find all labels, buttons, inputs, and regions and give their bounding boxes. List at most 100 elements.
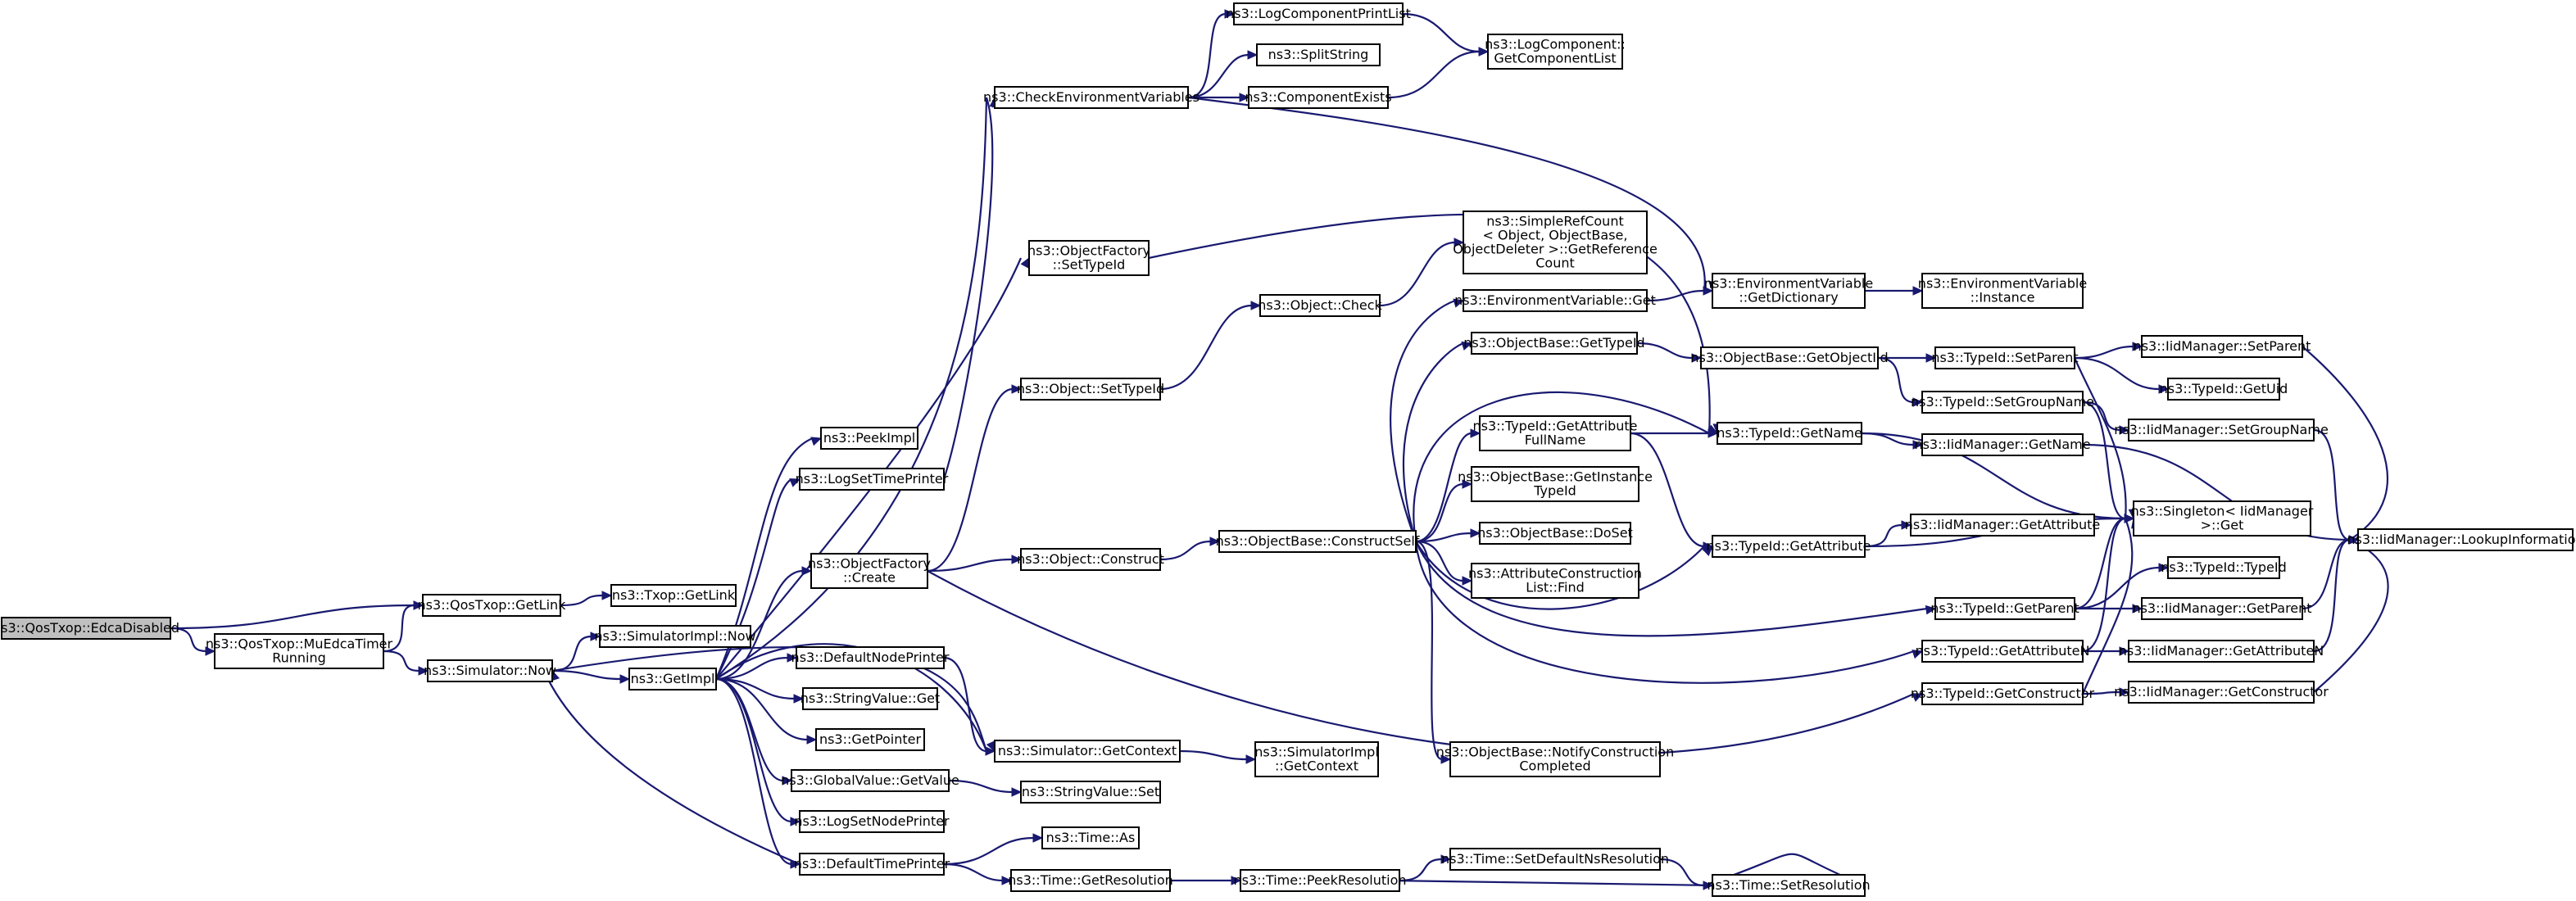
node-get-impl[interactable]: ns3::GetImpl	[628, 668, 717, 690]
node-titype-id[interactable]: ns3::TypeId::TypeId	[2161, 556, 2287, 579]
node-sim-impl-get-context[interactable]: ns3::SimulatorImpl::GetContext	[1254, 741, 1379, 777]
node-time-peek-res[interactable]: ns3::Time::PeekResolution	[1233, 869, 1407, 892]
node-time-set-res[interactable]: ns3::Time::SetResolution	[1707, 874, 1871, 897]
node-tiget-constructor[interactable]: ns3::TypeId::GetConstructor	[1911, 682, 2095, 705]
node-default-time-printer[interactable]: ns3::DefaultTimePrinter	[794, 853, 950, 876]
node-time-as[interactable]: ns3::Time::As	[1041, 826, 1140, 849]
node-obget-type-id[interactable]: ns3::ObjectBase::GetTypeId	[1463, 332, 1645, 355]
arrowhead	[1231, 876, 1242, 885]
node-obj-construct[interactable]: ns3::Object::Construct	[1017, 548, 1164, 571]
node-ofcreate[interactable]: ns3::ObjectFactory::Create	[808, 553, 931, 589]
node-log-comp-print-list[interactable]: ns3::LogComponentPrintList	[1226, 2, 1411, 25]
node-iid-set-group-name[interactable]: ns3::IidManager::SetGroupName	[2114, 419, 2329, 441]
node-tiget-uid[interactable]: ns3::TypeId::GetUid	[2160, 378, 2288, 401]
node-tiget-parent[interactable]: ns3::TypeId::GetParent	[1930, 597, 2079, 620]
node-label: ns3::EnvironmentVariable	[1918, 276, 2087, 292]
node-string-value-set[interactable]: ns3::StringValue::Set	[1020, 781, 1161, 804]
node-sim-impl-now[interactable]: ns3::SimulatorImpl::Now	[594, 625, 756, 648]
node-label: ns3::GlobalValue::GetValue	[781, 772, 959, 788]
node-obdo-set[interactable]: ns3::ObjectBase::DoSet	[1477, 522, 1633, 545]
node-singleton-get[interactable]: ns3::Singleton< IidManager >::Get	[2131, 500, 2314, 537]
node-check-env[interactable]: ns3::CheckEnvironmentVariables	[983, 86, 1200, 109]
node-iid-get-parent[interactable]: ns3::IidManager::GetParent	[2132, 597, 2312, 620]
node-component-exists[interactable]: ns3::ComponentExists	[1245, 86, 1392, 109]
call-edge	[170, 600, 424, 630]
call-edge	[551, 669, 631, 684]
node-box	[1, 617, 171, 640]
node-string-value-get[interactable]: ns3::StringValue::Get	[800, 687, 940, 710]
node-sim-get-context[interactable]: ns3::Simulator::GetContext	[994, 740, 1181, 763]
node-box	[628, 668, 717, 690]
node-log-set-node-printer[interactable]: ns3::LogSetNodePrinter	[794, 810, 950, 833]
call-edge	[2074, 356, 2170, 394]
node-tiget-name[interactable]: ns3::TypeId::GetName	[1717, 422, 1862, 445]
node-construct-self[interactable]: ns3::ObjectBase::ConstructSelf	[1216, 530, 1420, 553]
node-box	[799, 853, 945, 876]
node-box	[1921, 273, 2084, 309]
node-tiset-group-name[interactable]: ns3::TypeId::SetGroupName	[1911, 391, 2094, 414]
node-label: ObjectDeleter >::GetReference	[1453, 242, 1658, 257]
node-sim-now[interactable]: ns3::Simulator::Now	[424, 659, 556, 682]
edge-line	[383, 604, 415, 653]
node-tiget-attribute[interactable]: ns3::TypeId::GetAttribute	[1706, 535, 1871, 558]
node-peek-impl[interactable]: ns3::PeekImpl	[820, 427, 918, 450]
arrowhead	[1925, 353, 1937, 363]
node-label: ns3::ComponentExists	[1245, 89, 1391, 105]
edge-line	[2081, 518, 2134, 695]
node-tiget-attribute-n[interactable]: ns3::TypeId::GetAttributeN	[1916, 640, 2090, 663]
node-label: ns3::Time::PeekResolution	[1233, 872, 1406, 888]
node-gvget-value[interactable]: ns3::GlobalValue::GetValue	[781, 769, 959, 792]
node-label: ns3::TypeId::GetAttributeN	[1916, 643, 2090, 659]
node-box	[2128, 419, 2315, 441]
node-default-node-printer[interactable]: ns3::DefaultNodePrinter	[791, 646, 950, 669]
node-label: ns3::TypeId::GetName	[1717, 425, 1862, 441]
call-edge	[1402, 341, 1473, 542]
node-time-set-default-ns[interactable]: ns3::Time::SetDefaultNsResolution	[1441, 848, 1669, 871]
node-iid-get-constructor[interactable]: ns3::IidManager::GetConstructor	[2114, 681, 2329, 704]
node-obj-set-type-id[interactable]: ns3::Object::SetTypeId	[1017, 378, 1164, 401]
node-split-string[interactable]: ns3::SplitString	[1256, 43, 1381, 66]
node-obget-object-iid[interactable]: ns3::ObjectBase::GetObjectIid	[1690, 346, 1889, 369]
node-label: < Object, ObjectBase,	[1483, 228, 1628, 243]
node-env-var-get[interactable]: ns3::EnvironmentVariable::Get	[1454, 289, 1656, 312]
node-iid-lookup[interactable]: ns3::IidManager::LookupInformation	[2347, 528, 2576, 551]
node-log-comp-get-list[interactable]: ns3::LogComponent::GetComponentList	[1485, 34, 1626, 70]
node-iid-get-attribute-n[interactable]: ns3::IidManager::GetAttributeN	[2119, 640, 2324, 663]
node-box	[2141, 335, 2303, 358]
node-box	[1479, 522, 1631, 545]
node-iid-get-name[interactable]: ns3::IidManager::GetName	[1914, 433, 2091, 456]
node-label: ns3::TypeId::GetConstructor	[1911, 686, 2095, 701]
call-edge	[1187, 50, 1259, 99]
node-label: ns3::IidManager::GetAttribute	[1905, 517, 2101, 532]
node-box	[1259, 294, 1381, 317]
edge-line	[715, 677, 792, 866]
node-get-link[interactable]: ns3::QosTxop::GetLink	[418, 594, 567, 617]
node-log-set-time-printer[interactable]: ns3::LogSetTimePrinter	[796, 468, 949, 491]
edge-line	[1399, 858, 1443, 882]
node-iid-get-attribute[interactable]: ns3::IidManager::GetAttribute	[1905, 514, 2101, 537]
node-obnotify[interactable]: ns3::ObjectBase::NotifyConstructionCompl…	[1436, 741, 1674, 777]
node-simple-ref-count[interactable]: ns3::SimpleRefCount< Object, ObjectBase,…	[1453, 211, 1658, 274]
node-label: ns3::QosTxop::GetLink	[418, 597, 567, 613]
node-get-pointer[interactable]: ns3::GetPointer	[815, 728, 925, 751]
node-env-var-get-dict[interactable]: ns3::EnvironmentVariable::GetDictionary	[1704, 273, 1873, 309]
node-box	[1449, 741, 1661, 777]
node-edca-disabled[interactable]: ns3::QosTxop::EdcaDisabled	[0, 617, 179, 640]
node-env-var-instance[interactable]: ns3::EnvironmentVariable::Instance	[1918, 273, 2087, 309]
node-label: ns3::GetPointer	[819, 731, 922, 747]
node-ofset-type-id[interactable]: ns3::ObjectFactory::SetTypeId	[1027, 240, 1150, 276]
node-txop-get-link[interactable]: ns3::Txop::GetLink	[610, 584, 737, 607]
call-edge	[1379, 238, 1465, 307]
arrowhead	[1247, 50, 1259, 60]
node-iid-set-parent[interactable]: ns3::IidManager::SetParent	[2134, 335, 2311, 358]
node-tiset-parent[interactable]: ns3::TypeId::SetParent	[1931, 346, 2079, 369]
node-obj-check[interactable]: ns3::Object::Check	[1258, 294, 1383, 317]
arrowhead	[2132, 342, 2143, 351]
node-box	[2357, 528, 2574, 551]
node-label: ns3::LogComponent::	[1485, 37, 1626, 52]
node-time-get-res[interactable]: ns3::Time::GetResolution	[1008, 869, 1173, 892]
